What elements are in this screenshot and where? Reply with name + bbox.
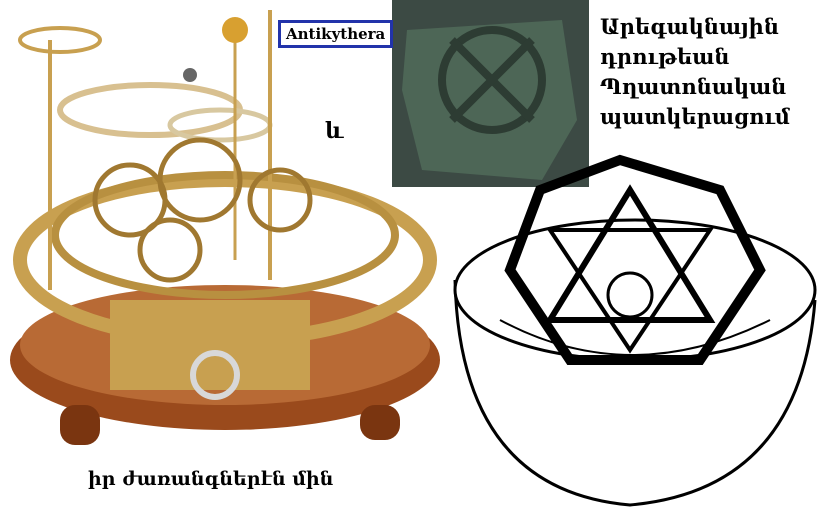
title-line: պատկերացում bbox=[600, 104, 791, 129]
antikythera-label: Antikythera bbox=[278, 20, 394, 48]
orrery-image bbox=[10, 10, 440, 445]
caption-text: իր ժառանգներէն մին bbox=[88, 468, 334, 490]
title-line: Պղատոնական bbox=[600, 74, 787, 99]
title-line: Արեգակնային bbox=[600, 14, 779, 39]
title-line: դրութեան bbox=[600, 44, 730, 69]
antikythera-fragment-image bbox=[392, 0, 589, 187]
conjunction-text: և bbox=[325, 118, 344, 144]
kepler-cosmic-model-image bbox=[453, 154, 817, 507]
title-text: Արեգակնային դրութեան Պղատոնական պատկերաց… bbox=[600, 12, 820, 132]
